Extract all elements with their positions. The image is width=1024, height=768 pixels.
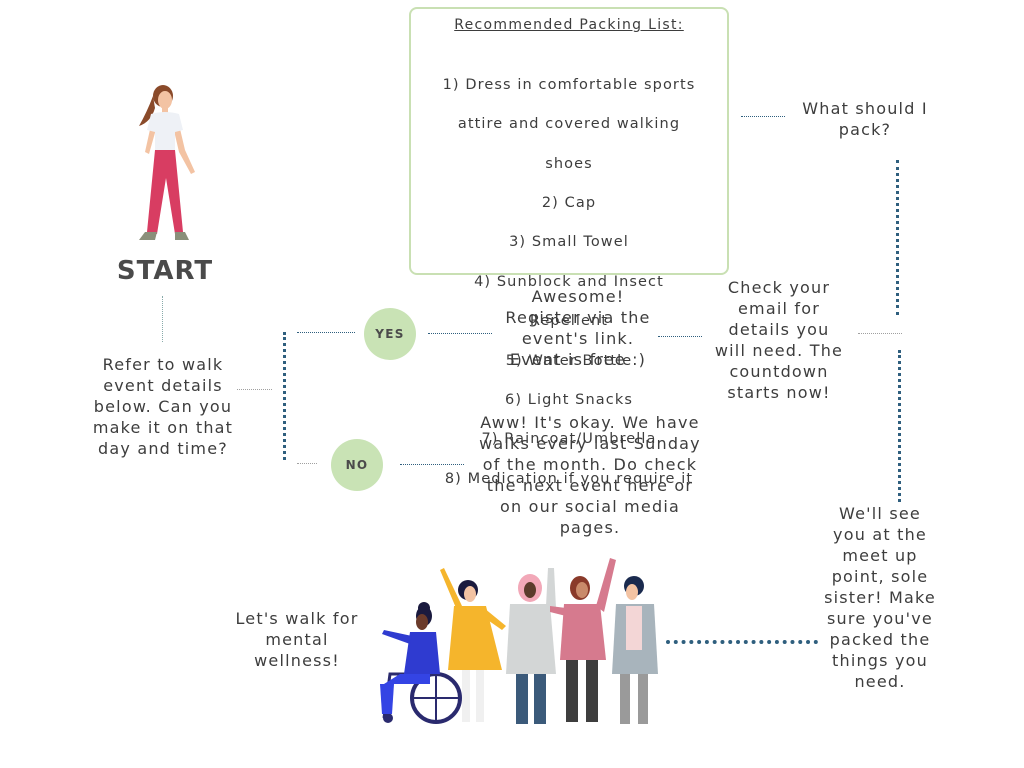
packing-item: attire and covered walking [457, 116, 681, 133]
aww-text: Aww! It's okay. We have walks every last… [479, 413, 701, 537]
walk-text: Let's walk for mental wellness! [235, 609, 359, 670]
awesome-text: Awesome! Register via the event's link. … [505, 287, 651, 369]
question-pack-text: What should I pack? [802, 99, 928, 139]
refer-text: Refer to walk event details below. Can y… [92, 355, 234, 458]
connector-no-to-aww [400, 464, 464, 465]
connector-branch-vertical [283, 332, 286, 460]
packing-item: 4) Sunblock and Insect [474, 273, 664, 290]
connector-yes-to-awesome [428, 333, 492, 334]
packing-item: 2) Cap [541, 194, 597, 211]
connector-group-to-seeyou [666, 640, 818, 644]
packing-item: Repellent [529, 313, 609, 330]
packing-list-box [409, 7, 729, 275]
woman-figure-illustration [139, 85, 195, 240]
connector-pack-to-box [741, 116, 785, 117]
connector-start-down [162, 296, 163, 342]
yes-circle: YES [364, 308, 416, 360]
connector-branch-to-no [297, 463, 317, 464]
packing-item: 3) Small Towel [509, 234, 629, 251]
packing-item: 8) Medication if you require it [444, 470, 694, 487]
packing-list-title: Recommended Packing List: [454, 17, 684, 33]
packing-item: 1) Dress in comfortable sports [442, 76, 696, 93]
see-you-text: We'll see you at the meet up point, sole… [824, 504, 936, 691]
packing-item: 6) Light Snacks [505, 391, 633, 408]
start-label: START [116, 256, 214, 286]
connector-refer-to-branch [237, 389, 272, 390]
check-email-text: Check your email for details you will ne… [714, 278, 844, 402]
connector-vertical-right-upper [896, 160, 899, 315]
packing-item: 7) Raincoat/Umbrella [481, 431, 657, 448]
group-of-women-illustration [380, 558, 658, 724]
connector-vertical-right-lower [898, 350, 901, 502]
packing-item: shoes [545, 155, 593, 172]
connector-email-to-right [858, 333, 902, 334]
packing-item: 5) Water Bottle [505, 352, 633, 369]
no-circle: NO [331, 439, 383, 491]
connector-branch-to-yes [297, 332, 355, 333]
packing-list-items: 1) Dress in comfortable sports attire an… [409, 56, 729, 509]
connector-awesome-to-email [658, 336, 702, 337]
